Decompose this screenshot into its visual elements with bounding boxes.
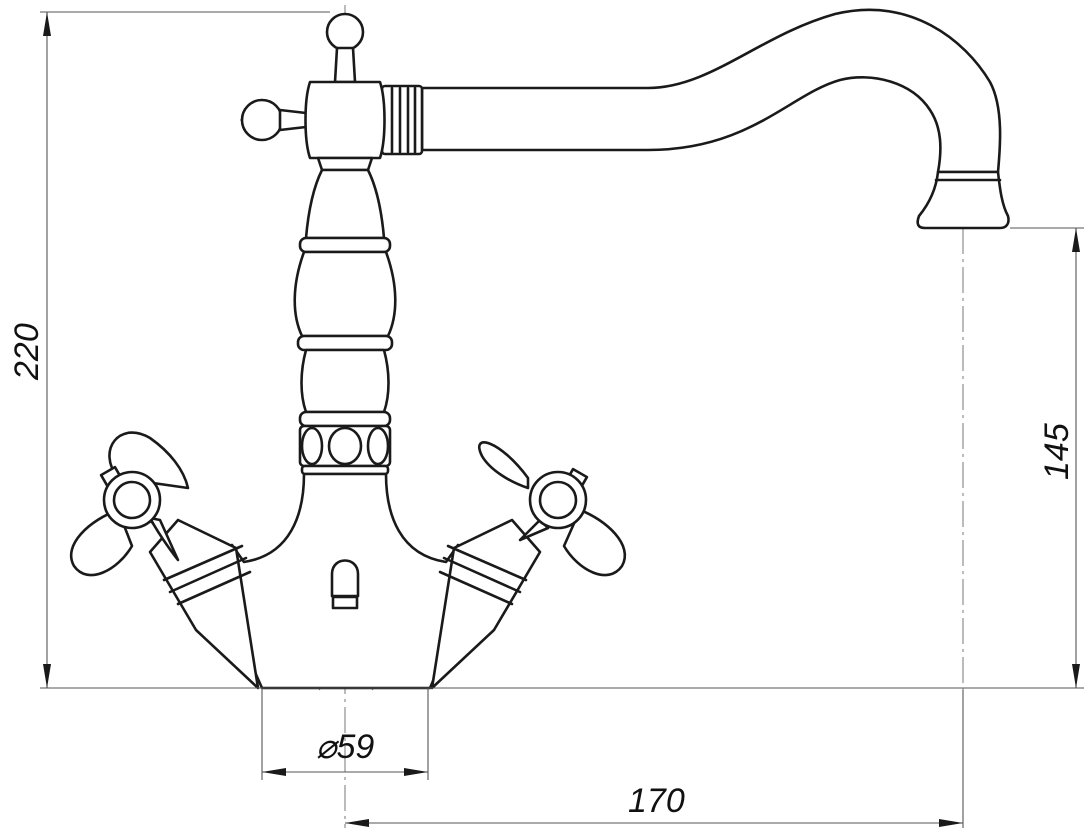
right-valve <box>430 518 542 690</box>
faucet-body <box>210 80 480 690</box>
dimension-label-spout-height: 145 <box>1038 423 1076 480</box>
dimension-label-spout-reach: 170 <box>628 782 685 820</box>
dimension-spout-reach: 170 <box>345 690 964 828</box>
right-cross-handle <box>478 441 627 577</box>
dimension-overall-height: 220 <box>8 11 330 688</box>
spout <box>380 8 1010 230</box>
left-valve <box>148 518 260 690</box>
left-cross-handle <box>69 431 190 577</box>
dimension-label-base-diameter: ⌀59 <box>316 728 374 766</box>
dimension-spout-height: 145 <box>1010 227 1084 688</box>
dimension-base-diameter: ⌀59 <box>261 688 429 780</box>
dimension-label-overall-height: 220 <box>8 323 46 381</box>
